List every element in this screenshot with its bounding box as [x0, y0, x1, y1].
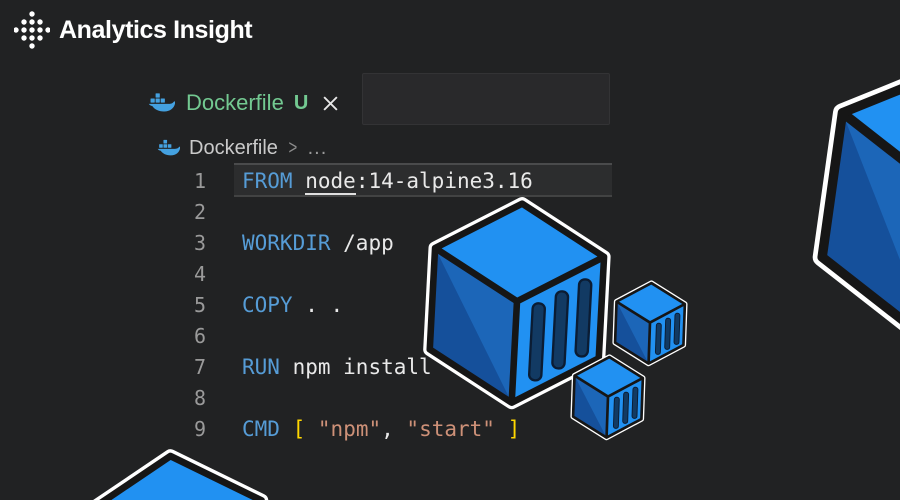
tab-bar-empty-area: [362, 73, 610, 125]
code-text[interactable]: CMD [ "npm", "start" ]: [242, 417, 520, 441]
line-number: 5: [193, 292, 206, 317]
line-number: 9: [193, 416, 206, 441]
code-token: [: [292, 416, 306, 441]
brand-logo: Analytics Insight: [14, 10, 253, 50]
line-number: 4: [193, 261, 206, 286]
docker-whale-icon: [148, 92, 175, 112]
git-untracked-badge: U: [293, 91, 309, 114]
close-icon[interactable]: [322, 95, 339, 112]
code-token: "npm": [317, 416, 382, 441]
code-token: ,: [381, 416, 407, 441]
code-token: [305, 417, 318, 441]
container-cube-top-right: [812, 43, 900, 360]
line-number: 7: [193, 354, 206, 379]
line-number: 2: [193, 199, 206, 224]
code-token: FROM: [242, 168, 293, 193]
container-cube-small: [572, 356, 643, 439]
image-name-link[interactable]: node: [305, 168, 356, 195]
code-token: COPY: [242, 292, 293, 317]
code-text[interactable]: FROM node:14-alpine3.16: [242, 168, 533, 195]
code-line[interactable]: 8: [156, 382, 533, 413]
code-token: . .: [292, 292, 344, 317]
breadcrumb-symbol-ellipsis[interactable]: ...: [307, 136, 328, 159]
code-text[interactable]: COPY . .: [242, 293, 343, 317]
code-token: ]: [507, 416, 521, 441]
code-token: :14-alpine3.16: [355, 168, 533, 193]
docker-whale-icon: [157, 139, 180, 155]
code-line[interactable]: 3 WORKDIR /app: [156, 227, 533, 258]
brand-name: Analytics Insight: [59, 15, 253, 44]
code-line[interactable]: 9 CMD [ "npm", "start" ]: [156, 413, 533, 444]
code-area[interactable]: 1 FROM node:14-alpine3.16 2 3 WORKDIR /app 4 5…: [156, 163, 612, 444]
code-token: [495, 417, 508, 441]
code-line[interactable]: 4: [156, 258, 533, 289]
code-token: "start": [406, 416, 495, 441]
code-line[interactable]: 2: [156, 196, 533, 227]
code-token: CMD: [242, 416, 280, 441]
line-number: 8: [193, 385, 206, 410]
chevron-right-icon: >: [288, 136, 298, 159]
code-token: npm install: [279, 354, 432, 379]
breadcrumb: Dockerfile > ...: [157, 135, 327, 161]
line-number: 3: [193, 230, 206, 255]
code-line[interactable]: 5 COPY . .: [156, 289, 533, 320]
code-token: /app: [330, 230, 394, 255]
tab-label: Dockerfile: [186, 90, 284, 115]
code-token: [280, 417, 293, 441]
code-line[interactable]: 6: [156, 320, 533, 351]
tab-dockerfile[interactable]: Dockerfile U: [148, 84, 339, 122]
breadcrumb-file[interactable]: Dockerfile: [189, 136, 278, 159]
container-cube-bottom-left: [83, 450, 272, 500]
code-token: WORKDIR: [242, 230, 331, 255]
dotted-grid-logo-icon: [14, 11, 50, 49]
code-text[interactable]: WORKDIR /app: [242, 231, 394, 255]
code-token: RUN: [242, 354, 280, 379]
line-number: 6: [193, 323, 206, 348]
code-token: [293, 169, 306, 193]
line-number: 1: [193, 168, 206, 193]
code-line[interactable]: 7 RUN npm install: [156, 351, 533, 382]
code-text[interactable]: RUN npm install: [242, 355, 432, 379]
container-cube-medium: [614, 282, 685, 365]
code-line[interactable]: 1 FROM node:14-alpine3.16: [156, 163, 612, 197]
